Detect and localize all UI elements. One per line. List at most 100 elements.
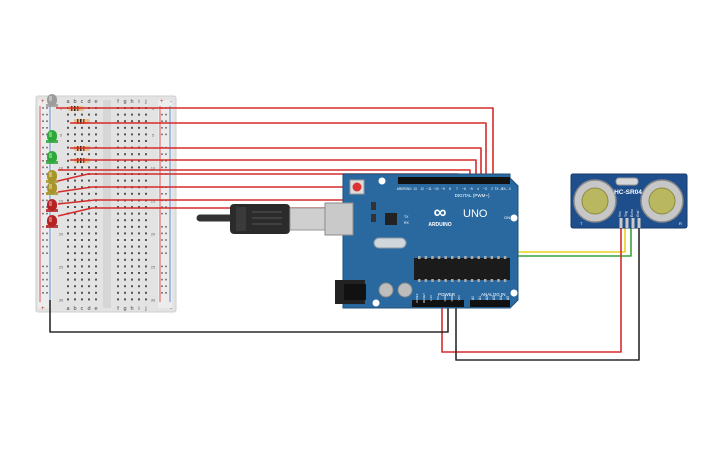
led[interactable]	[46, 170, 58, 183]
digital-pin-label: 13	[413, 187, 417, 191]
row-number: 5	[60, 132, 63, 137]
column-letter: c	[81, 99, 84, 105]
column-letter: e	[94, 99, 97, 105]
column-letter: f	[117, 306, 119, 312]
analog-pin-label: A1	[478, 296, 482, 300]
row-number: 10	[151, 165, 156, 170]
rail-plus-label: +	[41, 306, 45, 312]
column-letter: h	[130, 306, 133, 312]
analog-pin-label: A2	[485, 296, 489, 300]
power-pin-label: GND	[450, 294, 454, 302]
usb-port[interactable]	[324, 202, 354, 236]
power-label: POWER	[438, 292, 456, 297]
digital-pin-label: ~6	[462, 187, 466, 191]
digital-pin-label: 12	[420, 187, 424, 191]
sensor-model: HC-SR04	[614, 189, 642, 196]
digital-header[interactable]	[398, 177, 510, 184]
analog-label: ANALOG IN	[481, 292, 506, 297]
rx-label: RX	[404, 221, 410, 225]
digital-pin-label: TX→1	[494, 187, 503, 191]
row-number: 15	[151, 198, 156, 203]
row-number: 5	[152, 132, 155, 137]
column-letter: f	[117, 99, 119, 105]
rail-plus-label: +	[160, 99, 164, 105]
crystal	[615, 177, 639, 186]
sensor-mark-left: T	[580, 221, 583, 226]
power-header[interactable]	[412, 300, 464, 307]
column-letter: i	[138, 306, 139, 312]
rail-plus-label: +	[41, 99, 45, 105]
sensor-pin-label: Echo	[630, 209, 634, 217]
transducer-right	[640, 179, 684, 223]
analog-pin-label: A0	[471, 296, 475, 300]
led[interactable]	[46, 130, 58, 143]
column-letter: b	[73, 306, 76, 312]
analog-pin-label: A4	[499, 296, 503, 300]
arduino-logo: ∞	[434, 202, 447, 222]
row-number: 15	[59, 198, 64, 203]
row-number: 20	[151, 231, 156, 236]
led[interactable]	[46, 94, 58, 107]
board-model: UNO	[463, 208, 488, 220]
led[interactable]	[46, 151, 58, 164]
power-pin-label: IOREF	[415, 293, 419, 302]
analog-pin-label: A5	[506, 296, 510, 300]
rail-minus-label: -	[170, 99, 172, 105]
digital-pin-label: ~9	[441, 187, 445, 191]
column-letter: j	[144, 306, 146, 312]
wire-red[interactable]	[70, 147, 482, 180]
transducer-left	[573, 179, 617, 223]
microcontroller-chip	[414, 258, 510, 280]
power-pin-label: 3.3V	[429, 295, 433, 301]
digital-pin-label: ~5	[469, 187, 473, 191]
rail-minus-label: -	[170, 306, 172, 312]
power-jack-icon[interactable]	[335, 280, 366, 304]
power-pin-label: RESET	[422, 293, 426, 303]
brand-label: ARDUINO	[428, 222, 451, 228]
power-pin-label: VIN	[457, 295, 461, 300]
wire-black[interactable]	[455, 228, 640, 361]
row-number: 25	[151, 264, 156, 269]
digital-pin-label: 7	[456, 187, 458, 191]
column-letter: a	[66, 306, 70, 312]
led[interactable]	[46, 199, 58, 212]
row-number: 30	[59, 297, 64, 302]
wire-red[interactable]	[70, 122, 487, 180]
row-number: 25	[59, 264, 64, 269]
digital-pin-label: AREF	[397, 187, 406, 191]
column-letter: h	[130, 99, 133, 105]
power-pin-label: GND	[443, 294, 447, 302]
wire-black[interactable]	[49, 300, 449, 333]
digital-pin-label: ~3	[483, 187, 487, 191]
column-letter: g	[123, 99, 126, 105]
sensor-pin-label: Vcc	[618, 211, 622, 217]
led-column	[46, 94, 58, 228]
column-letter: a	[66, 99, 70, 105]
wire-red[interactable]	[70, 159, 477, 180]
digital-label: DIGITAL (PWM~)	[455, 193, 490, 198]
column-letter: j	[144, 99, 146, 105]
row-number: 20	[59, 231, 64, 236]
column-letter: g	[123, 306, 126, 312]
power-pin-label: 5V	[436, 296, 440, 300]
wire-red[interactable]	[441, 228, 622, 353]
analog-pin-label: A3	[492, 296, 496, 300]
usb-cable-icon[interactable]	[196, 204, 327, 234]
led[interactable]	[46, 215, 58, 228]
row-number: 30	[151, 297, 156, 302]
led[interactable]	[46, 182, 58, 195]
reset-button-icon[interactable]	[349, 179, 365, 195]
column-letter: d	[87, 99, 90, 105]
analog-header[interactable]	[470, 300, 510, 307]
on-label: ON	[504, 215, 510, 220]
sensor-mark-right: R	[679, 221, 682, 226]
digital-pin-label: 8	[449, 187, 451, 191]
wire-red[interactable]	[56, 107, 494, 180]
digital-pin-label: RX←0	[501, 187, 511, 191]
digital-pin-label: ~10	[433, 187, 439, 191]
tx-label: TX	[404, 215, 409, 219]
digital-pin-label: 4	[477, 187, 479, 191]
